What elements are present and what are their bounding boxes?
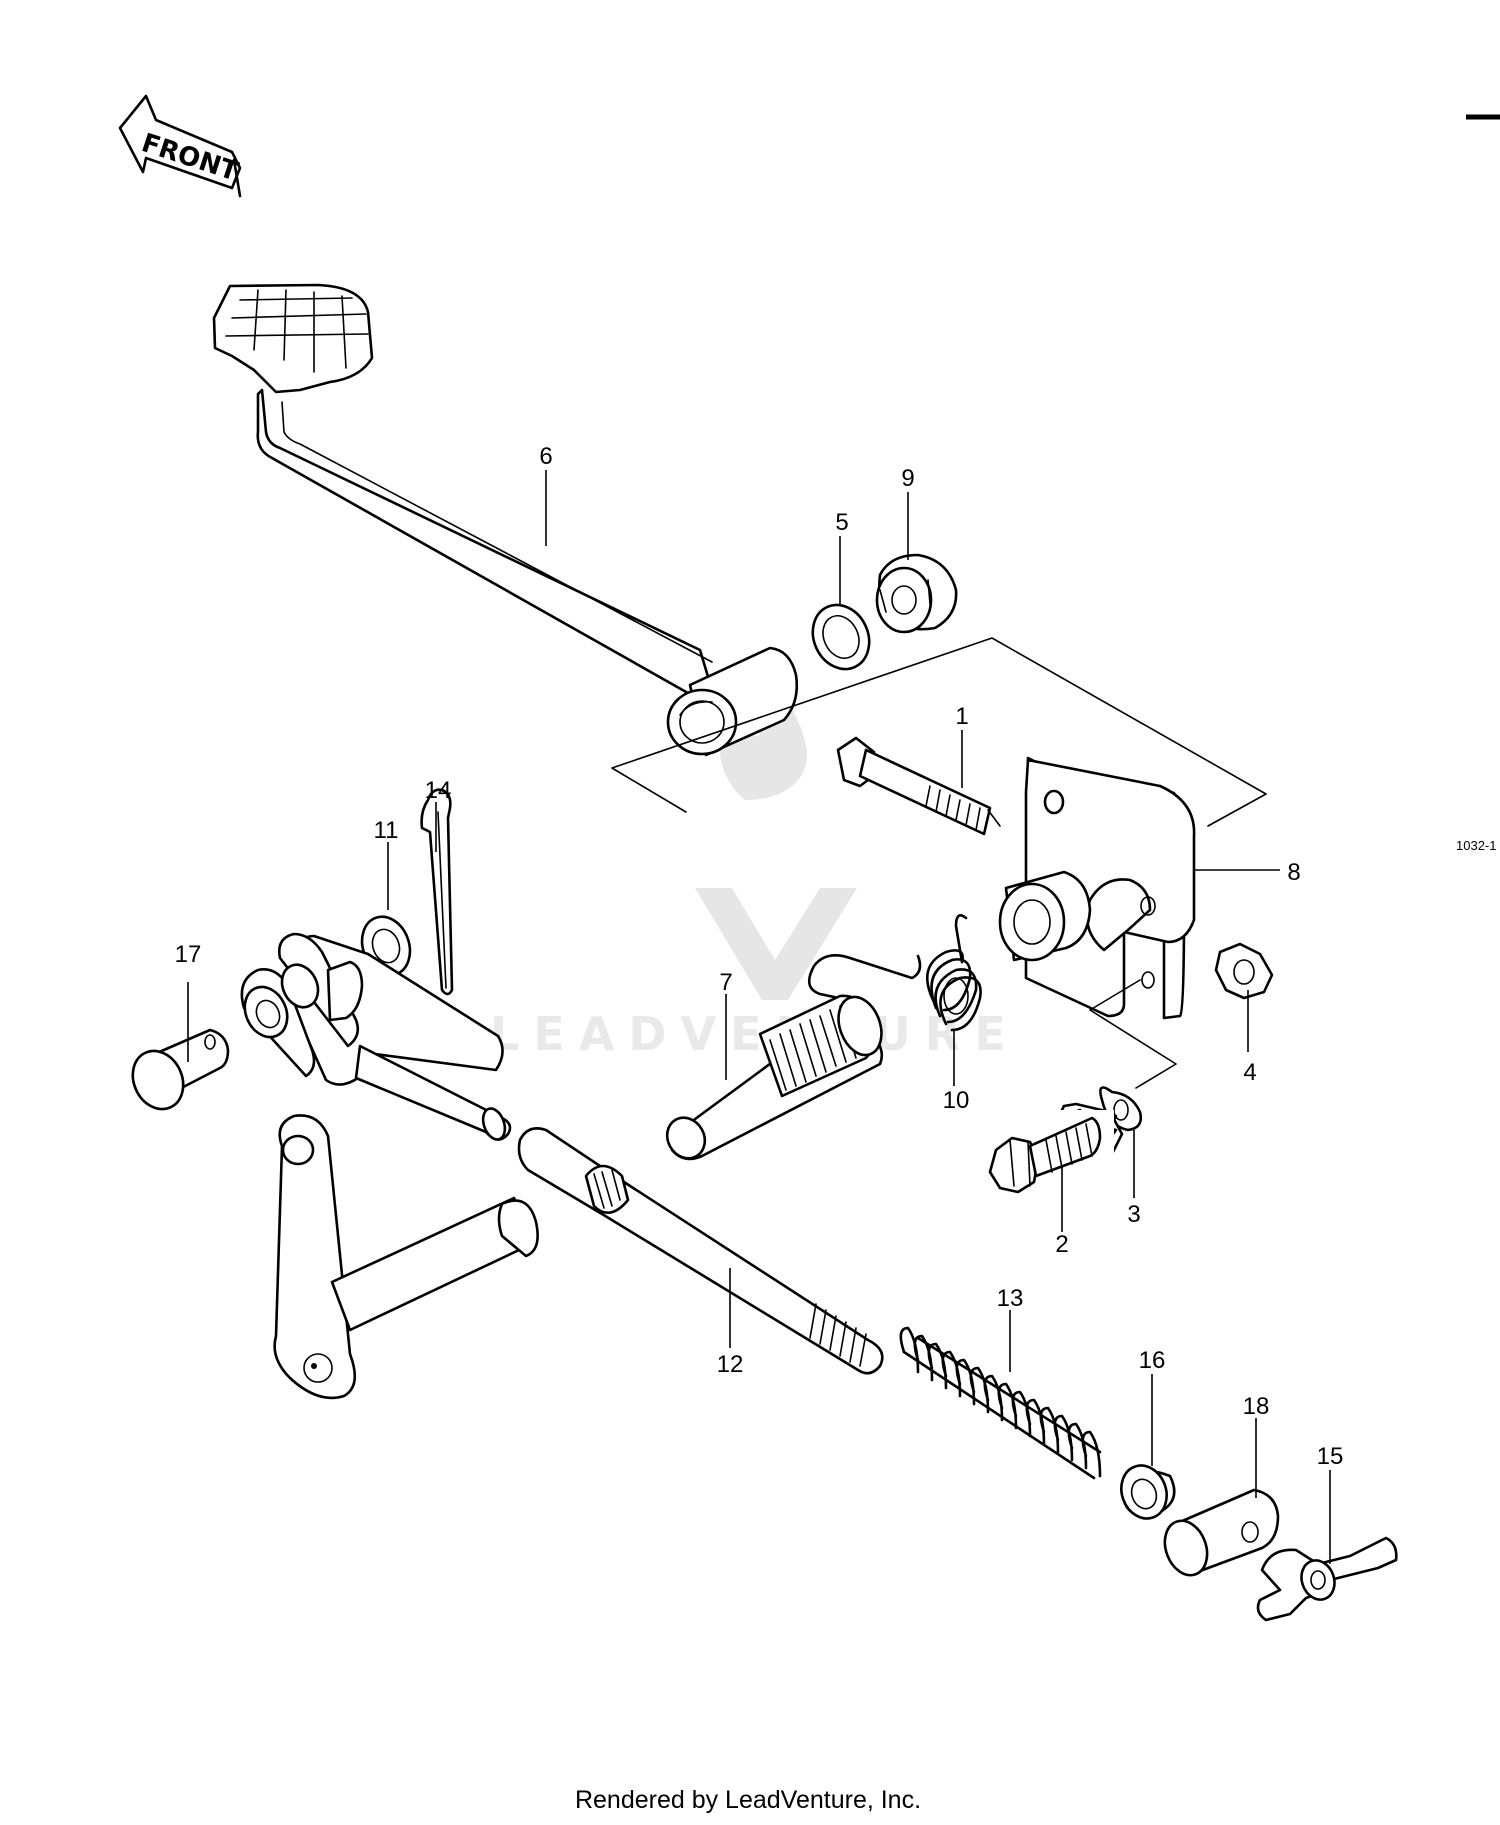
- compression-spring-part-13: [899, 1326, 1102, 1480]
- wing-nut-part-15: [1256, 1536, 1398, 1622]
- callout-15: 15: [1317, 1443, 1344, 1470]
- front-arrow-icon: FRONT: [118, 94, 242, 198]
- clevis-pin-part-17: [131, 1028, 230, 1111]
- bracket-guide-lines: [1089, 979, 1177, 1089]
- brake-arm-lever: [273, 1114, 539, 1400]
- cap-nut-part-9: [875, 553, 958, 634]
- bracket-part-8: [998, 756, 1196, 1020]
- clevis-joint: [240, 932, 512, 1141]
- footer-credit: Rendered by LeadVenture, Inc.: [575, 1786, 921, 1814]
- callout-2: 2: [1055, 1231, 1068, 1258]
- washer-part-16: [1120, 1464, 1176, 1520]
- watermark-text: LEADVENTURE: [490, 1007, 1020, 1061]
- callout-9: 9: [901, 465, 914, 492]
- callout-8: 8: [1287, 859, 1300, 886]
- callout-7: 7: [719, 969, 732, 996]
- assembly-guide-lines: [611, 637, 1267, 827]
- trunnion-joint-part-18: [1163, 1488, 1280, 1577]
- callout-18: 18: [1243, 1393, 1270, 1420]
- callout-11: 11: [374, 817, 399, 844]
- callout-3: 3: [1127, 1201, 1140, 1228]
- callout-leaders: [187, 470, 1331, 1564]
- diagram-code: 1032-1: [1456, 838, 1496, 853]
- return-spring-part-10: [807, 914, 982, 1032]
- callout-17: 17: [175, 941, 202, 968]
- callout-labels: 6 5 9 1 8 4 3 2 7 10 11 14 17 12 13 16 1…: [175, 443, 1344, 1470]
- callout-10: 10: [943, 1087, 970, 1114]
- brake-pedal-part: [212, 283, 799, 757]
- cotter-pin-part-14: [420, 788, 454, 996]
- callout-12: 12: [717, 1351, 744, 1378]
- callout-14: 14: [425, 777, 452, 804]
- washer-part-5: [811, 603, 871, 671]
- leadventure-watermark: LEADVENTURE: [490, 675, 1020, 1061]
- pedal-shaft-part-7: [665, 994, 884, 1161]
- bolt-part-1: [836, 736, 1001, 836]
- lock-washer-part-3: [1099, 1086, 1143, 1132]
- bolt-2-final: [986, 1110, 1114, 1194]
- callout-1: 1: [955, 703, 968, 730]
- callout-5: 5: [835, 509, 848, 536]
- hex-nut-part-4: [1214, 942, 1274, 1000]
- callout-13: 13: [997, 1285, 1024, 1312]
- callout-4: 4: [1243, 1059, 1256, 1086]
- brake-rod-part-12: [517, 1127, 884, 1375]
- callout-16: 16: [1139, 1347, 1166, 1374]
- callout-6: 6: [539, 443, 552, 470]
